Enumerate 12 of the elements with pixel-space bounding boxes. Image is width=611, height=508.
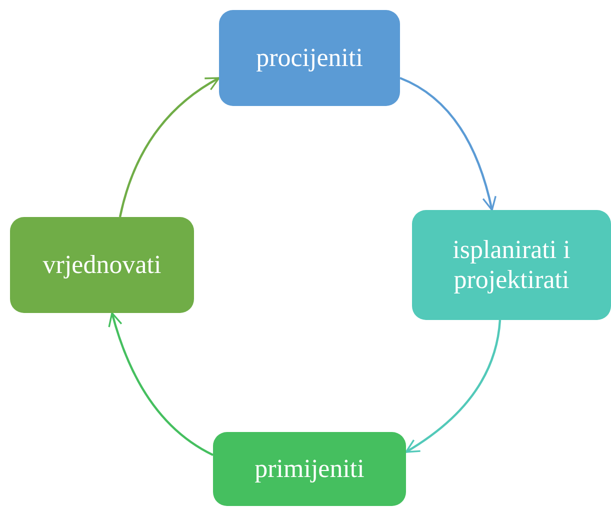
- curved-arrow: [400, 77, 496, 211]
- process-box: [219, 10, 400, 106]
- process-box: [213, 432, 406, 506]
- curved-arrow: [405, 320, 502, 453]
- process-box: [412, 210, 611, 320]
- curved-arrow: [118, 77, 220, 218]
- step-label: vrjednovati: [42, 250, 162, 280]
- step-label: isplanirati i projektirati: [452, 235, 572, 295]
- curved-arrow: [108, 312, 214, 456]
- step-label: procijeniti: [256, 43, 363, 73]
- step-label: primijeniti: [254, 454, 364, 484]
- process-box: [10, 217, 194, 313]
